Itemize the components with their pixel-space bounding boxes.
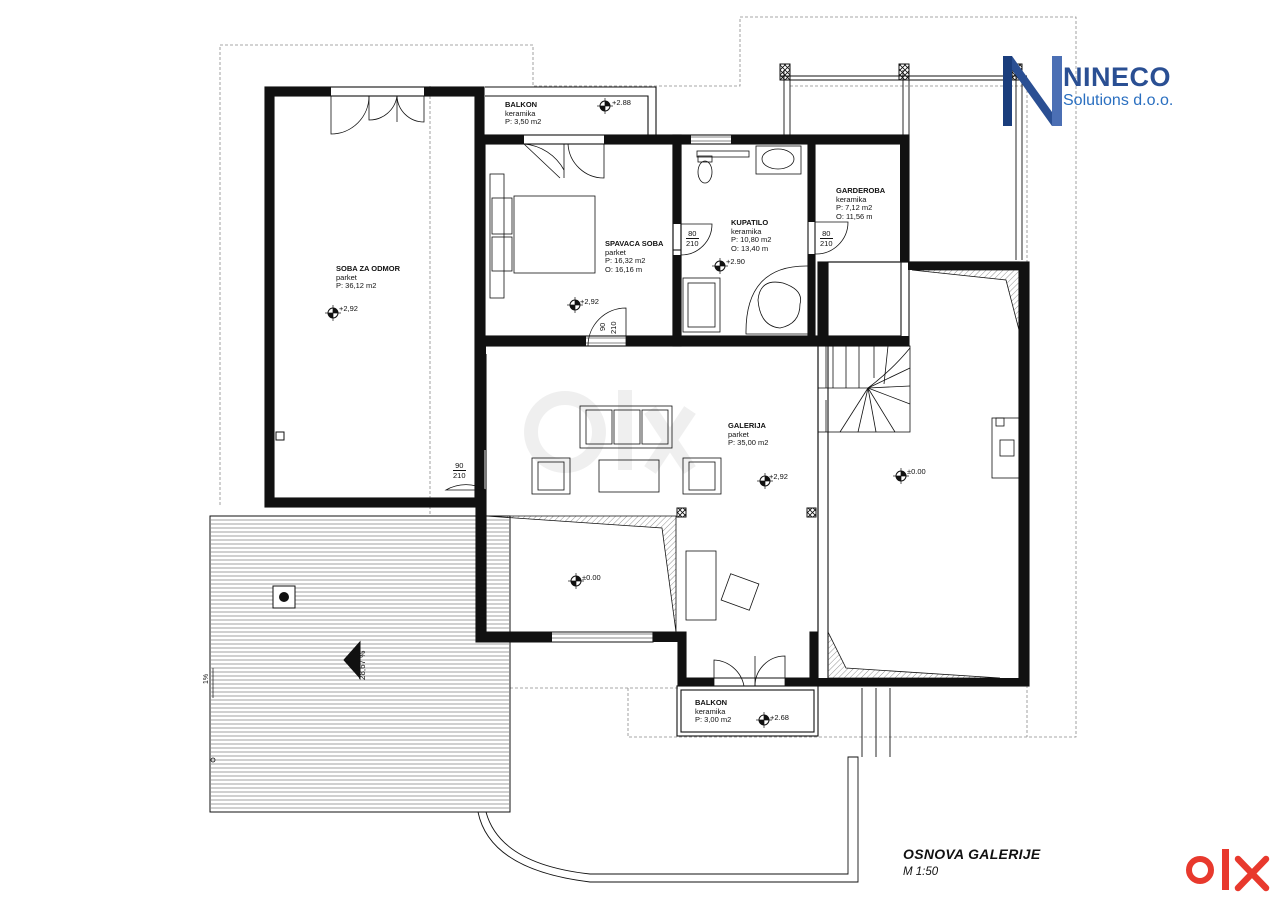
bathroom-fixtures xyxy=(682,145,809,335)
level-soba-za-odmor: +2,92 xyxy=(339,304,358,313)
level-galerija: +2,92 xyxy=(769,472,788,481)
level-marker-symbol xyxy=(568,573,584,589)
drawing-scale: M 1:50 xyxy=(903,866,939,878)
door-dim-spavaca-width: 90 xyxy=(598,322,607,331)
level-void-right: ±0.00 xyxy=(907,467,926,476)
room-label-galerija: GALERIJA parket P: 35,00 m2 xyxy=(728,421,769,447)
bed xyxy=(489,173,596,299)
watermark-faint xyxy=(524,390,696,474)
level-void-left: ±0.00 xyxy=(582,573,601,582)
room-label-soba-za-odmor: SOBA ZA ODMOR parket P: 36,12 m2 xyxy=(336,264,401,290)
level-spavaca-soba: +2,92 xyxy=(580,297,599,306)
wall-solid xyxy=(265,87,1029,686)
company-logo: NINECO Solutions d.o.o. xyxy=(1063,62,1173,110)
level-marker-symbol xyxy=(756,712,772,728)
level-marker-symbol xyxy=(757,473,773,489)
level-marker-symbol xyxy=(893,468,909,484)
drawing-title-block: OSNOVA GALERIJE M 1:50 xyxy=(903,846,1041,878)
room-label-kupatilo: KUPATILO keramika P: 10,80 m2 O: 13,40 m xyxy=(731,218,772,253)
entrance-path xyxy=(477,688,891,883)
room-label-spavaca-soba: SPAVACA SOBA parket P: 16,32 m2 O: 16,16… xyxy=(605,239,664,274)
pergola-post xyxy=(898,63,910,81)
gutter-slope-label: 1% xyxy=(203,673,210,684)
windows xyxy=(552,136,731,639)
fireplace xyxy=(991,417,1020,479)
level-marker-symbol xyxy=(567,297,583,313)
level-marker-symbol xyxy=(712,258,728,274)
olx-logo xyxy=(1186,849,1270,892)
column xyxy=(676,507,687,518)
room-label-balkon-bottom: BALKON keramika P: 3,00 m2 xyxy=(695,698,732,724)
level-marker-symbol xyxy=(325,305,341,321)
gallery-furniture xyxy=(531,405,760,621)
company-tagline: Solutions d.o.o. xyxy=(1063,92,1174,109)
door-dim-spavaca-height: 210 xyxy=(609,321,618,334)
room-label-balkon-top: BALKON keramika P: 3,50 m2 xyxy=(505,100,542,126)
slope-arrow xyxy=(343,640,361,680)
column xyxy=(806,507,817,518)
level-balkon-top: +2.88 xyxy=(612,98,631,107)
room-label-garderoba: GARDEROBA keramika P: 7,12 m2 O: 11,56 m xyxy=(836,186,886,221)
roof-slope-label: 28,67 % xyxy=(358,650,367,680)
level-marker-symbol xyxy=(597,98,613,114)
roof-slope-hatch xyxy=(485,269,1020,679)
level-balkon-bottom: +2.68 xyxy=(770,713,789,722)
level-markers xyxy=(325,98,909,728)
level-kupatilo: +2.90 xyxy=(726,257,745,266)
drawing-title: OSNOVA GALERIJE xyxy=(903,846,1041,862)
logo-mark xyxy=(1003,56,1062,126)
pergola-post xyxy=(779,63,791,81)
stairs xyxy=(817,345,911,433)
company-name: NINECO xyxy=(1063,62,1172,92)
door-swings xyxy=(330,95,849,687)
